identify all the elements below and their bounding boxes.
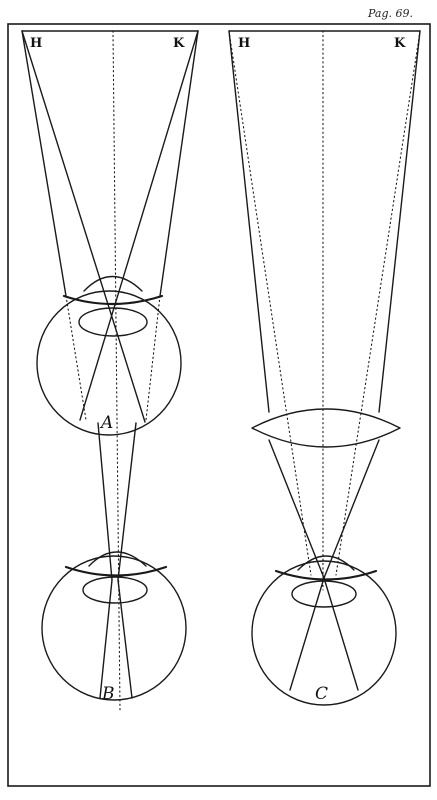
ray-h-outer [21,30,67,297]
ray-c-retina-right [323,577,359,691]
eye-a-iris [62,294,164,306]
eye-a-label: A [99,413,113,433]
ray-c-retina-left [289,577,325,691]
ray-a-to-b-left [97,422,113,581]
page-number: Pag. 69. [367,7,413,20]
convex-lens [251,408,401,448]
ray-a-to-b-right [117,422,137,581]
ray-k-dotted [335,30,421,576]
ray-h-dotted [228,30,312,576]
optic-axis-left [112,30,121,711]
ray-k-dotted-continuation [145,295,161,421]
eye-c-iris [274,569,378,581]
ray-k-to-lens-outer [378,30,421,413]
point-h-left: H [30,36,42,51]
eye-c-crystalline-lens [291,580,357,608]
eye-b-crystalline-lens [82,576,148,604]
plate-frame [7,23,431,787]
ray-lens-to-c-left [268,439,325,579]
eye-b-cornea [88,551,147,567]
ray-h-to-lens-outer [228,30,270,413]
eye-b-globe [41,555,187,701]
eye-c-cornea [297,555,355,571]
ray-k-to-a-retina [79,30,199,421]
eye-a-crystalline-lens [78,307,148,337]
eye-c-globe [251,560,397,706]
ray-lens-to-c-right [323,439,380,579]
ray-k-outer [159,30,199,297]
eye-c-label: C [315,684,328,704]
eye-b-label: B [101,684,115,704]
ray-h-dotted-continuation [65,295,87,421]
ray-b-retina-left [99,579,113,699]
right-figure: C H K [228,30,421,706]
left-figure: A H K B [21,30,199,711]
eye-b-iris [64,565,168,577]
point-h-right: H [238,36,250,51]
ray-b-retina-right [117,579,133,699]
eye-a-globe [36,290,182,436]
point-k-right: K [394,36,406,51]
ray-h-to-a-retina [21,30,146,423]
eye-a-cornea [83,275,143,292]
point-k-left: K [173,36,185,51]
